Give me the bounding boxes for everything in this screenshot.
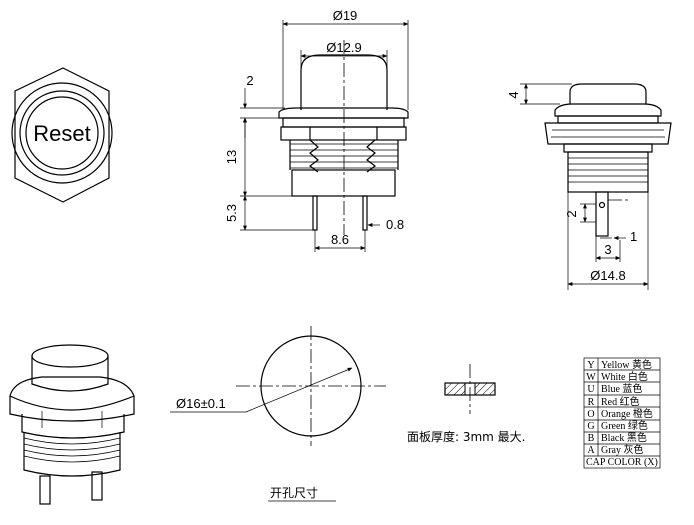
- dim-cap-diameter: Ø12.9: [326, 40, 361, 55]
- color-name-gray: Gray 灰色: [601, 443, 644, 456]
- flange-outline: [278, 107, 409, 119]
- color-name-green: Green 绿色: [601, 419, 648, 432]
- hex-nut-outline: [14, 67, 110, 203]
- color-code-white: W: [586, 372, 596, 383]
- washer-outline: [282, 117, 405, 128]
- dim-panel-hole: Ø16±0.1: [176, 396, 226, 411]
- dim-cap-height: 4: [506, 91, 521, 98]
- front-view: Ø19 Ø12.9 2 13 5.3 8.6 0.8: [224, 8, 409, 252]
- side-cap: [569, 83, 647, 104]
- panel-hole-view: Ø16±0.1 开孔尺寸: [170, 326, 386, 502]
- color-name-black: Black 黑色: [601, 431, 647, 444]
- terminal-right: [362, 195, 368, 231]
- panel-thickness-view: 面板厚度: 3mm 最大.: [407, 364, 526, 444]
- side-washer: [557, 115, 659, 124]
- cap-color-table: Y Yellow 黄色 W White 白色 U Blue 蓝色 R Red 红…: [583, 357, 661, 469]
- color-name-red: Red 红色: [601, 395, 640, 408]
- color-name-blue: Blue 蓝色: [601, 382, 642, 395]
- isometric-view: [9, 344, 135, 505]
- color-name-white: White 白色: [601, 370, 648, 383]
- color-code-black: B: [588, 433, 595, 444]
- dim-terminal-thickness: 0.8: [386, 217, 404, 232]
- top-view: Reset: [11, 67, 113, 203]
- dim-body-height: 13: [224, 150, 239, 164]
- dim-terminal-length: 5.3: [224, 204, 239, 222]
- dim-thread-diameter: Ø14.8: [590, 268, 625, 283]
- nut-outline: [280, 126, 407, 141]
- dim-terminal-pitch: 8.6: [331, 232, 349, 247]
- side-flange: [554, 103, 662, 117]
- color-name-yellow: Yellow 黄色: [601, 358, 652, 371]
- color-code-yellow: Y: [587, 360, 594, 371]
- side-nut: [544, 122, 672, 145]
- terminal-left: [312, 195, 318, 231]
- color-code-green: G: [587, 421, 594, 432]
- color-code-gray: A: [587, 445, 595, 456]
- dim-terminal-offset: 3: [604, 242, 611, 257]
- cap-inner-circle: [25, 96, 99, 170]
- panel-note: 面板厚度: 3mm 最大.: [407, 429, 526, 444]
- body-outline: [291, 169, 396, 197]
- flange-circle: [11, 82, 113, 184]
- side-terminal: [595, 191, 609, 237]
- button-label: Reset: [33, 121, 90, 146]
- color-code-red: R: [588, 397, 595, 408]
- dim-flange-height: 2: [246, 73, 253, 88]
- color-code-blue: U: [587, 384, 595, 395]
- dim-terminal-width: 2: [564, 210, 579, 217]
- hole-caption: 开孔尺寸: [270, 486, 318, 500]
- cap-color-title: CAP COLOR (X): [586, 457, 658, 468]
- dim-terminal-hole: 1: [630, 229, 637, 244]
- side-view: 4 2 1 3 Ø14.8: [506, 83, 672, 290]
- color-name-orange: Orange 橙色: [601, 407, 653, 420]
- color-code-orange: O: [587, 409, 594, 420]
- cap-outer-circle: [19, 90, 105, 176]
- dim-outer-diameter: Ø19: [333, 8, 358, 23]
